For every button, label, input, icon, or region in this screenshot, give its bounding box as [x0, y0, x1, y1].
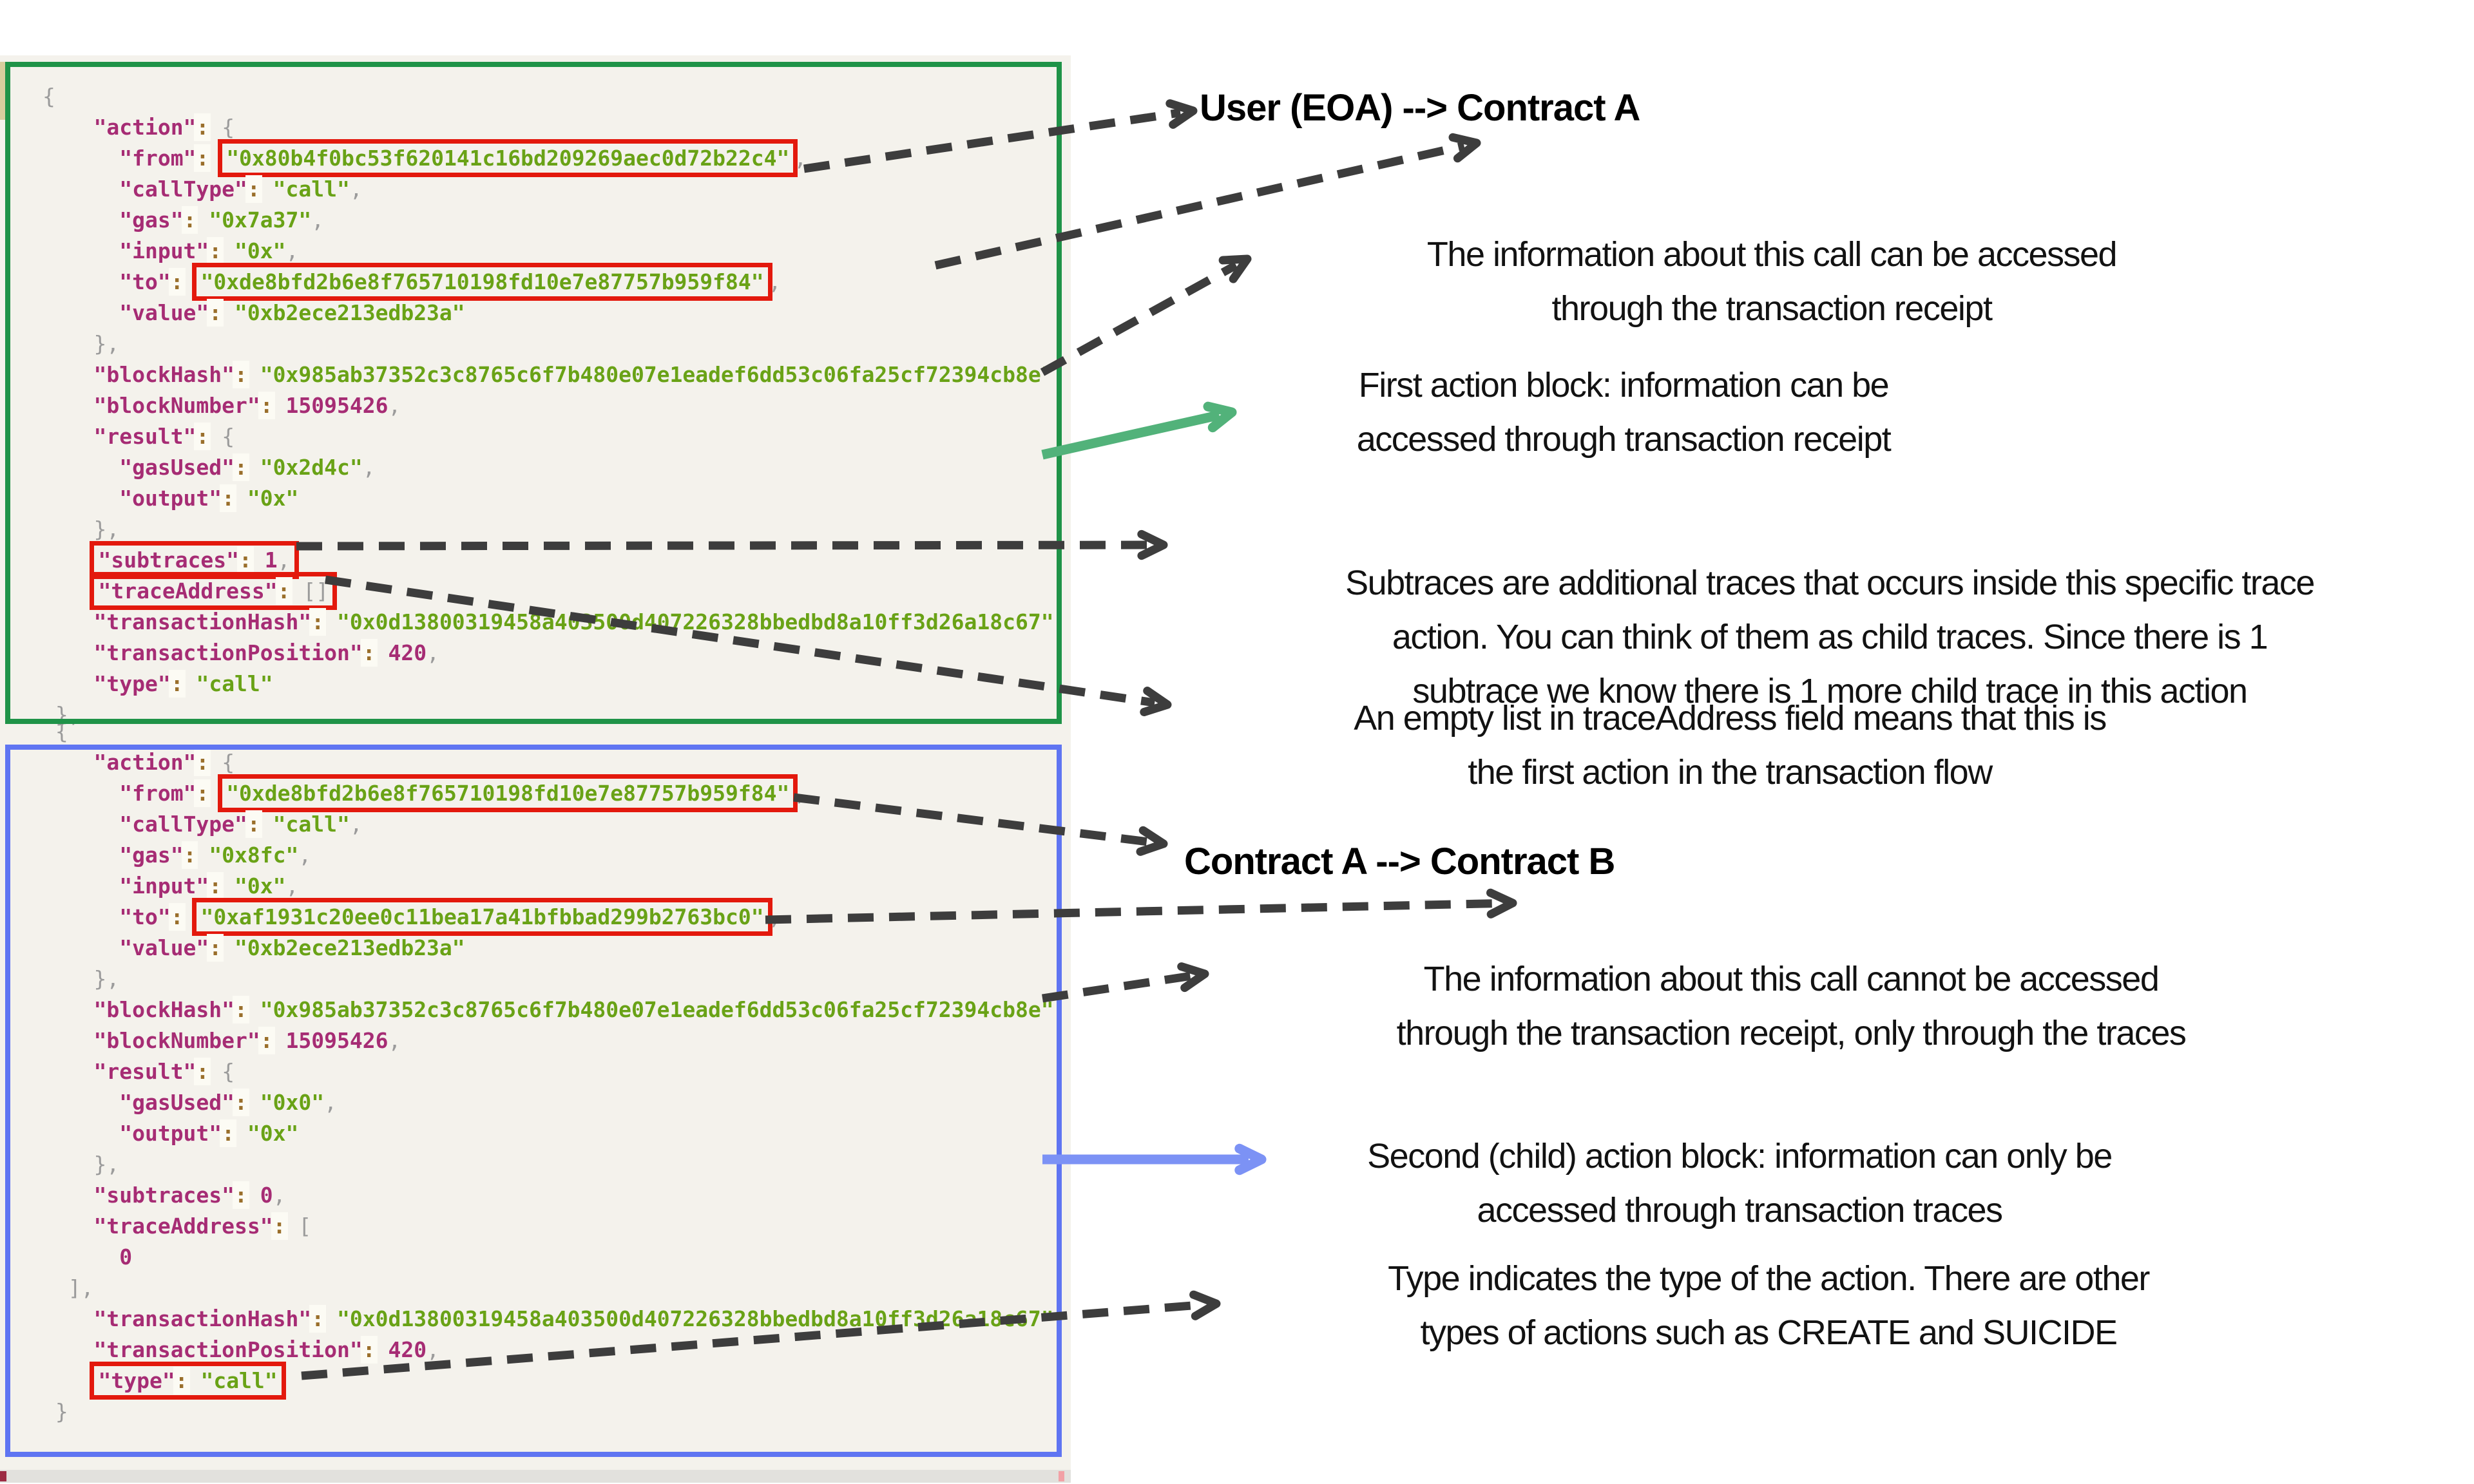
code-line: "gas": "0x7a37",: [119, 206, 325, 234]
code-line: "callType": "call",: [119, 810, 363, 838]
first-trace-green-outline: [5, 62, 1062, 724]
code-line: "gasUsed": "0x2d4c",: [119, 453, 376, 481]
red-highlight-box: "0xaf1931c20ee0c11bea17a41bfbbad299b2763…: [192, 898, 772, 936]
code-line: {: [43, 84, 55, 109]
type-note: Type indicates the type of the action. T…: [1205, 1251, 2332, 1360]
code-line: },: [93, 517, 120, 542]
code-line: "value": "0xb2ece213edb23a": [119, 934, 465, 962]
second-block-note-line-2: accessed through transaction traces: [1477, 1191, 2003, 1230]
red-highlight-box: "0xde8bfd2b6e8f765710198fd10e7e87757b959…: [192, 263, 772, 301]
code-line: "input": "0x",: [119, 237, 299, 265]
first-block-note-line-2: accessed through transaction receipt: [1356, 420, 1892, 459]
code-line: },: [93, 1152, 120, 1177]
code-line: "type": "call": [93, 670, 273, 698]
no-receipt-note-line-2: through the transaction receipt, only th…: [1396, 1014, 2187, 1052]
bottom-right-tick: [1059, 1471, 1064, 1481]
code-line: "type": "call": [43, 1362, 1071, 1400]
subtraces-note-line-2: action. You can think of them as child t…: [1392, 618, 2268, 656]
code-line: "action": {: [93, 113, 235, 141]
arrow-subtraces-note: [296, 529, 1168, 560]
panel-bottom-strip: [0, 1470, 1071, 1483]
code-line: "result": {: [93, 1058, 235, 1085]
code-line: "transactionPosition": 420,: [93, 639, 439, 667]
code-line: },: [93, 331, 120, 356]
no-receipt-note-line-1: The information about this call cannot b…: [1423, 960, 2160, 998]
code-line: "to": "0xde8bfd2b6e8f765710198fd10e7e877…: [43, 263, 1071, 301]
arrow-to1-to-contract-a: [934, 133, 1481, 270]
code-line: 0: [119, 1244, 133, 1270]
code-line: "subtraces": 1,: [43, 541, 1071, 579]
subtraces-note: Subtraces are additional traces that occ…: [1218, 556, 2442, 718]
arrow-border-to-receipt-note: [1040, 254, 1252, 376]
red-highlight-box: "subtraces": 1,: [90, 541, 299, 579]
arrow-trace-address-note: [325, 575, 1172, 716]
first-trace-json: { "action": { "from": "0x80b4f0bc53f6201…: [0, 81, 1071, 730]
code-line: "output": "0x": [119, 484, 299, 512]
code-line: "blockNumber": 15095426,: [93, 1027, 401, 1054]
subtraces-note-line-3: subtrace we know there is 1 more child t…: [1412, 672, 2248, 710]
code-line: ],: [68, 1275, 94, 1300]
eoa-heading: User (EOA) --> Contract A: [1200, 87, 1640, 129]
code-line: "blockNumber": 15095426,: [93, 392, 401, 419]
code-line: "output": "0x": [119, 1119, 299, 1147]
red-highlight-box: "0xde8bfd2b6e8f765710198fd10e7e87757b959…: [218, 774, 798, 812]
code-line: {: [55, 719, 68, 744]
code-line: "gas": "0x8fc",: [119, 841, 312, 869]
code-line: "traceAddress": []: [43, 572, 1071, 610]
arrow-from1-to-eoa-heading: [803, 99, 1198, 173]
receipt-note-line-2: through the transaction receipt: [1551, 289, 1993, 328]
code-line: "value": "0xb2ece213edb23a": [119, 299, 465, 327]
arrow-to2-to-contract-b: [765, 888, 1517, 924]
code-line: "result": {: [93, 423, 235, 450]
red-highlight-box: "traceAddress": []: [90, 572, 338, 610]
code-line: }: [55, 1399, 68, 1424]
trace-address-note: An empty list in traceAddress field mean…: [1182, 691, 2277, 799]
no-receipt-note: The information about this call cannot b…: [1243, 952, 2339, 1060]
code-line: "input": "0x",: [119, 872, 299, 900]
red-highlight-box: "0x80b4f0bc53f620141c16bd209269aec0d72b2…: [218, 139, 798, 177]
second-trace-blue-outline: [5, 745, 1062, 1457]
code-line: "from": "0xde8bfd2b6e8f765710198fd10e7e8…: [43, 774, 1071, 812]
receipt-note-line-1: The information about this call can be a…: [1426, 235, 2118, 274]
first-block-note-line-1: First action block: information can be: [1358, 366, 1890, 404]
contract-heading: Contract A --> Contract B: [1184, 841, 1615, 882]
arrow-type-note: [301, 1290, 1221, 1380]
arrow-first-block-green: [1041, 401, 1237, 460]
red-highlight-box: "type": "call": [90, 1362, 286, 1400]
arrow-border-to-no-receipt-note: [1042, 962, 1209, 1003]
code-line: "subtraces": 0,: [93, 1181, 286, 1209]
code-line: "traceAddress": [: [93, 1212, 312, 1240]
code-line: "to": "0xaf1931c20ee0c11bea17a41bfbbad29…: [43, 898, 1071, 936]
type-note-line-2: types of actions such as CREATE and SUIC…: [1420, 1313, 2118, 1352]
first-block-note: First action block: information can be a…: [1076, 358, 2171, 466]
arrow-from2-to-contract-heading: [793, 793, 1168, 856]
second-block-note-line-1: Second (child) action block: information…: [1367, 1137, 2113, 1175]
subtraces-note-line-1: Subtraces are additional traces that occ…: [1345, 564, 2315, 602]
arrow-second-block-blue: [1042, 1143, 1267, 1175]
trace-address-note-line-1: An empty list in traceAddress field mean…: [1354, 699, 2107, 737]
type-note-line-1: Type indicates the type of the action. T…: [1388, 1259, 2150, 1298]
code-line: "gasUsed": "0x0",: [119, 1089, 337, 1116]
code-line: "blockHash": "0x985ab37352c3c8765c6f7b48…: [93, 361, 1067, 388]
code-line: "from": "0x80b4f0bc53f620141c16bd209269a…: [43, 139, 1071, 177]
code-line: "transactionPosition": 420,: [93, 1336, 439, 1364]
second-block-note: Second (child) action block: information…: [1192, 1129, 2287, 1237]
receipt-note: The information about this call can be a…: [1224, 227, 2319, 336]
code-line: "action": {: [93, 748, 235, 776]
code-line: },: [93, 966, 120, 991]
code-line: "callType": "call",: [119, 175, 363, 203]
bottom-left-tick: [0, 1471, 6, 1481]
trace-address-note-line-2: the first action in the transaction flow: [1468, 753, 1993, 792]
code-line: "transactionHash": "0x0d13800319458a4035…: [93, 608, 1067, 636]
